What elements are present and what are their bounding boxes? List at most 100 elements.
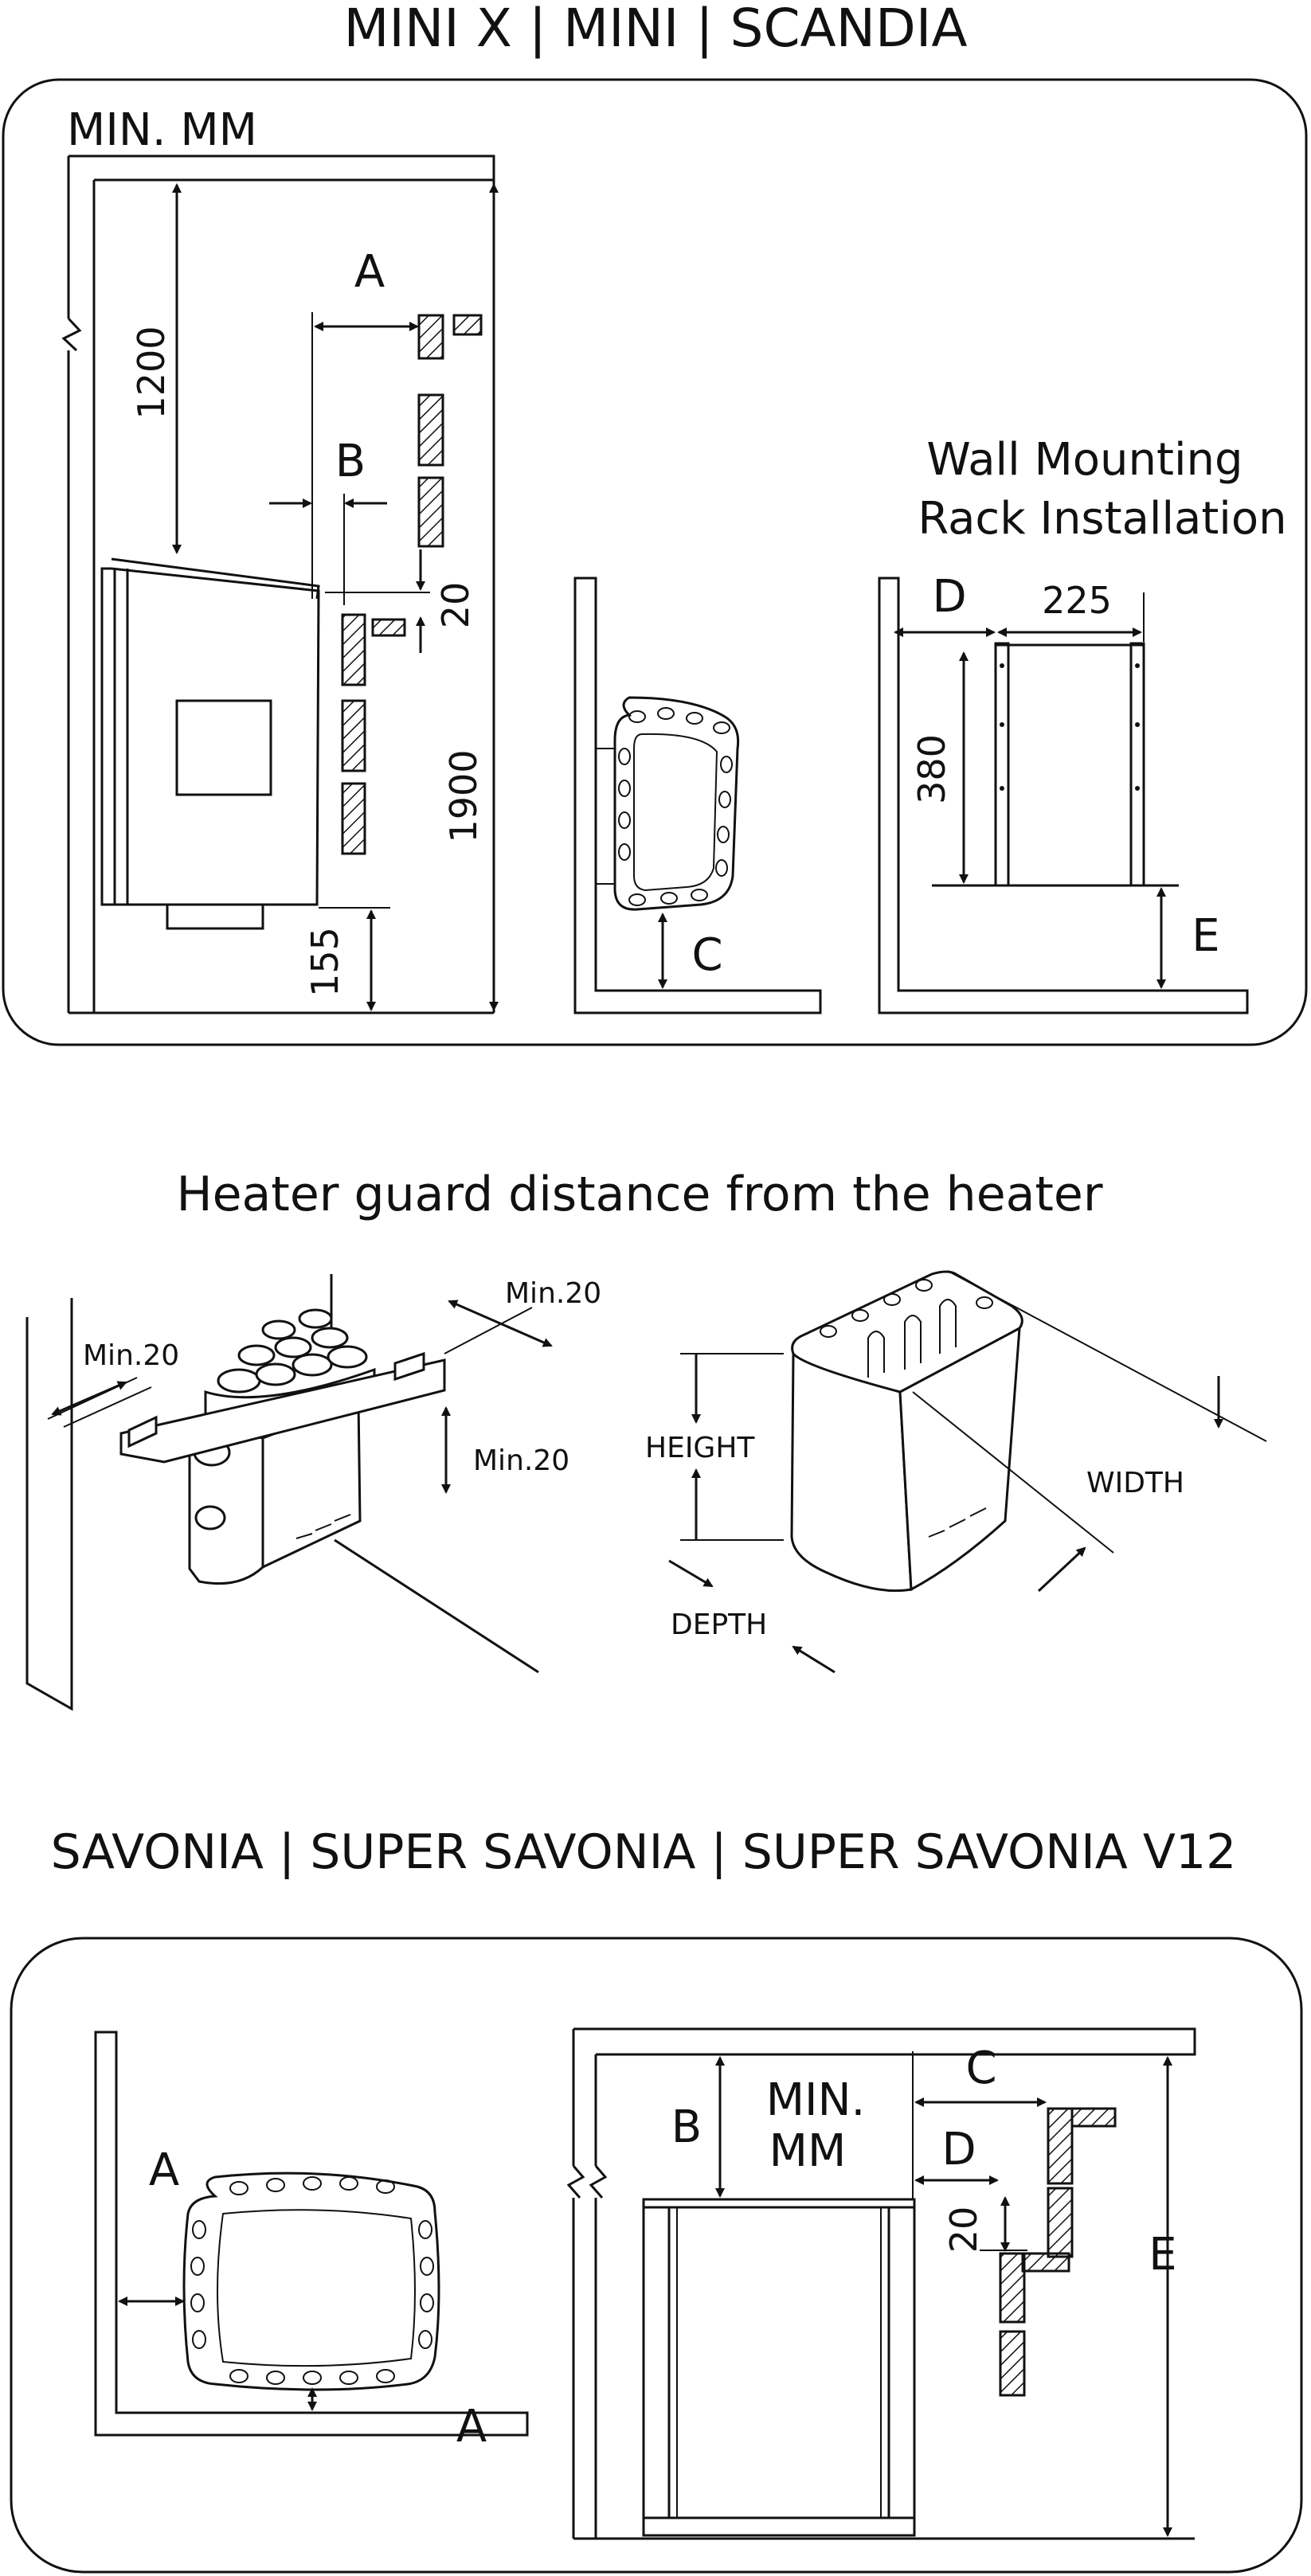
- dim-heater-top: [791, 1270, 1023, 1394]
- savonia-heater-feet: [642, 2516, 916, 2537]
- wall-rack-diagram: Wall Mounting Rack Installation D 225: [878, 434, 1287, 1014]
- savonia-label-a-bottom: A: [456, 2401, 487, 2453]
- plan-view-diagram-c: C: [573, 577, 822, 1014]
- corner-wall-rack: [878, 577, 1249, 1014]
- dim-155-label: 155: [303, 927, 346, 997]
- section1-panel: [2, 78, 1308, 1046]
- iso-heater-vents: [295, 1514, 351, 1539]
- ceiling-line: [68, 154, 495, 1013]
- min20-left-arrow: [51, 1381, 127, 1416]
- guard-top-cap: [452, 314, 483, 336]
- guard-slat-5: [341, 782, 366, 855]
- section2-title: Heater guard distance from the heater: [177, 1167, 1103, 1222]
- corner-wall-c: [573, 577, 822, 1014]
- heater-plan-inner: [633, 733, 718, 892]
- heater-top-cover: [111, 557, 320, 600]
- savonia-ceiling: [573, 2027, 1196, 2056]
- unit-label: MIN. MM: [67, 104, 257, 156]
- dim-heater-vents: [928, 1507, 987, 1538]
- savonia-guard-top: [1047, 2107, 1074, 2185]
- guard-slat-3: [341, 613, 366, 686]
- depth-arrow-right: [792, 1645, 836, 1674]
- section1-title: MINI X | MINI | SCANDIA: [343, 0, 967, 59]
- dim-heater-side: [898, 1326, 1021, 1592]
- iso-floor-line: [334, 1538, 539, 1674]
- heater-control-window: [175, 699, 272, 796]
- savonia-label-d: D: [941, 2124, 976, 2175]
- section-heater-guard: Heater guard distance from the heater: [25, 1167, 1267, 1711]
- iso-heater-knob-2: [194, 1505, 226, 1530]
- savonia-unit-line1: MIN.: [766, 2074, 866, 2126]
- dim-e-label: E: [1192, 910, 1219, 962]
- min20-left-line-b: [63, 1386, 152, 1428]
- savonia-corner-wall: [94, 2031, 529, 2437]
- iso-guard-bar: [119, 1358, 446, 1464]
- heater-base: [166, 903, 264, 930]
- savonia-guard-slat-3: [999, 2330, 1026, 2397]
- dim-heater-body: [790, 1351, 913, 1593]
- rack-screws: [1000, 663, 1140, 791]
- guard-slat-1: [417, 393, 444, 467]
- wall: [61, 156, 96, 1013]
- min20-left-label: Min.20: [83, 1339, 179, 1372]
- dim-d-label: D: [932, 571, 966, 623]
- width-label: WIDTH: [1086, 1467, 1184, 1499]
- savonia-guard-slat-2: [999, 2252, 1026, 2324]
- guard-top-block: [417, 314, 444, 360]
- savonia-label-b: B: [671, 2101, 702, 2153]
- min20-top-arrow: [448, 1300, 553, 1347]
- savonia-elevation-diagram: B MIN. MM C D 20 E: [566, 2027, 1196, 2540]
- dim-b-label: B: [335, 436, 366, 487]
- guard-slat-2: [417, 476, 444, 548]
- iso-guard-right-post: [393, 1351, 425, 1382]
- rack-right-post: [1129, 642, 1145, 887]
- savonia-heater-body: [642, 2198, 916, 2519]
- heater-plan-outline: [613, 696, 740, 911]
- depth-label: DEPTH: [671, 1609, 767, 1641]
- dim-heater-holes: [820, 1279, 993, 1338]
- guard-rail: [371, 618, 406, 637]
- savonia-heater-inner: [217, 2209, 416, 2367]
- guard-slat-4: [341, 699, 366, 772]
- heater-plan-holes: [618, 707, 733, 906]
- width-arrow-2: [1037, 1546, 1086, 1593]
- section-savonia: SAVONIA | SUPER SAVONIA | SUPER SAVONIA …: [10, 1824, 1303, 2574]
- iso-wall: [25, 1298, 73, 1711]
- savonia-unit-line2: MM: [769, 2125, 847, 2177]
- section3-title: SAVONIA | SUPER SAVONIA | SUPER SAVONIA …: [51, 1824, 1237, 1880]
- min20-right-label: Min.20: [473, 1444, 569, 1477]
- rack-title-line2: Rack Installation: [918, 493, 1286, 545]
- dim-a-label: A: [354, 246, 385, 298]
- savonia-guard-slat-1: [1047, 2187, 1074, 2258]
- section-mini-scandia: MINI X | MINI | SCANDIA MIN. MM 1200: [2, 0, 1308, 1046]
- width-ext-2: [912, 1391, 1114, 1554]
- savonia-wall: [566, 2029, 608, 2539]
- height-label: HEIGHT: [645, 1432, 755, 1464]
- dim-1200-label: 1200: [130, 326, 173, 419]
- savonia-plan-diagram: A A: [94, 2031, 529, 2453]
- dim-1900-label: 1900: [442, 749, 485, 842]
- dim-c-label: C: [691, 929, 722, 981]
- dim-20-label: 20: [434, 582, 477, 629]
- dim-225-label: 225: [1042, 579, 1112, 622]
- iso-guard-left-post: [127, 1415, 158, 1448]
- rack-title-line1: Wall Mounting: [926, 434, 1243, 486]
- savonia-guard-rail: [1021, 2252, 1070, 2273]
- savonia-guard-cap: [1070, 2107, 1117, 2128]
- heater-dimension-diagram: HEIGHT WIDTH DEPTH: [645, 1270, 1267, 1674]
- min20-top-label: Min.20: [505, 1277, 601, 1310]
- iso-stones: [217, 1308, 368, 1394]
- heater-body: [100, 567, 320, 906]
- depth-arrow-left: [668, 1559, 714, 1588]
- width-ext: [947, 1270, 1267, 1442]
- dim-heater-elements: [867, 1299, 957, 1378]
- savonia-label-a-side: A: [149, 2144, 179, 2196]
- savonia-dim-20-label: 20: [942, 2207, 985, 2254]
- dim-380-label: 380: [910, 734, 953, 804]
- savonia-label-c: C: [965, 2042, 996, 2094]
- side-elevation-diagram: MIN. MM 1200: [61, 104, 499, 1014]
- savonia-label-e: E: [1149, 2229, 1176, 2281]
- section3-panel: [10, 1937, 1303, 2574]
- rack-left-post: [994, 642, 1010, 887]
